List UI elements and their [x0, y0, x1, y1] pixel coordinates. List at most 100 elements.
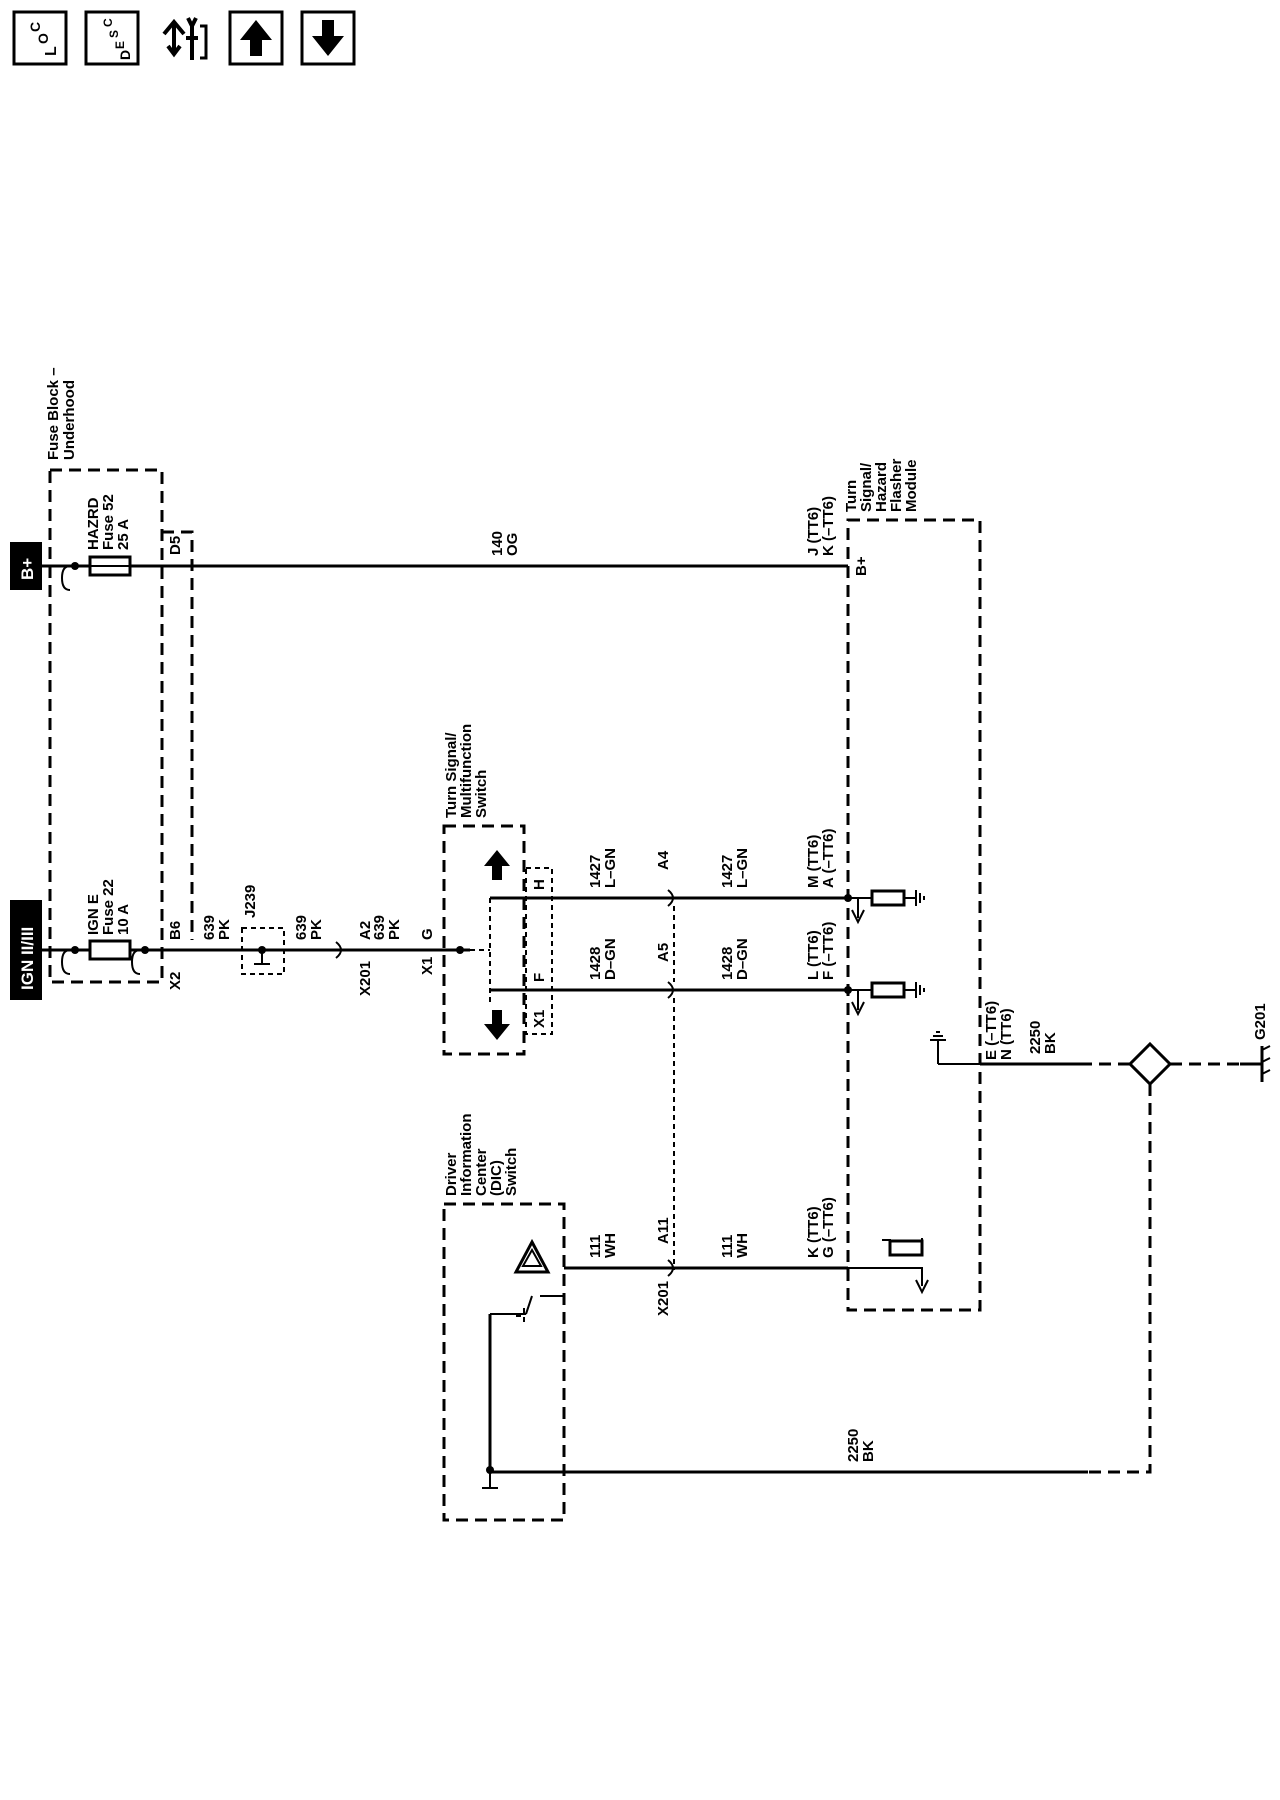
svg-text:K (–TT6): K (–TT6) [820, 496, 837, 556]
fuse-block-title: Fuse Block – Underhood [45, 367, 78, 460]
svg-text:K (TT6): K (TT6) [805, 1206, 822, 1258]
svg-text:140: 140 [489, 531, 506, 556]
svg-text:Module: Module [903, 460, 920, 513]
svg-text:Fuse 52: Fuse 52 [100, 494, 117, 550]
fuse-52-label: HAZRD Fuse 52 25 A [85, 494, 132, 550]
description-button[interactable]: D E S C [84, 10, 140, 66]
svg-text:PK: PK [216, 919, 233, 940]
ign-terminal [60, 949, 71, 975]
svg-text:L–GN: L–GN [602, 848, 619, 888]
description-icon: D E S C [84, 10, 140, 66]
desc-letter-d: D [117, 50, 133, 60]
connector-x201-a2 [335, 941, 342, 959]
connector-x201-a4 [667, 889, 674, 907]
loc-letter-o: O [35, 33, 51, 44]
svg-text:M (TT6): M (TT6) [805, 835, 822, 888]
svg-text:HAZRD: HAZRD [85, 497, 102, 550]
svg-text:J (TT6): J (TT6) [805, 507, 822, 556]
fuse-block-outline [48, 468, 164, 984]
svg-text:1428: 1428 [587, 947, 604, 980]
fuse-22 [88, 939, 132, 961]
connector-x2-label: X2 [167, 972, 184, 990]
svg-text:Hazard: Hazard [873, 462, 890, 512]
pin-a4-label: A4 [655, 850, 672, 870]
svg-text:Flasher: Flasher [888, 458, 905, 512]
desc-letter-c: C [101, 18, 115, 27]
svg-text:Signal/: Signal/ [858, 462, 875, 512]
svg-text:BK: BK [1042, 1032, 1059, 1054]
module-load-l [844, 981, 925, 1017]
svg-text:D–GN: D–GN [602, 938, 619, 980]
svg-text:639: 639 [371, 915, 388, 940]
desc-letter-e: E [113, 41, 127, 49]
pin-g-label: G [419, 928, 436, 940]
svg-text:Driver: Driver [443, 1152, 460, 1196]
arrow-up-icon [228, 10, 284, 66]
svg-text:A (–TT6): A (–TT6) [820, 829, 837, 888]
pin-f-label: F [531, 973, 548, 982]
ground-g201-label: G201 [1252, 1003, 1269, 1040]
svg-text:111: 111 [719, 1235, 736, 1258]
fuse-block-title-line-2: Underhood [61, 380, 78, 460]
svg-text:BK: BK [860, 1440, 877, 1462]
bplus-splice [71, 562, 79, 570]
svg-text:OG: OG [504, 533, 521, 556]
svg-text:25 A: 25 A [115, 519, 132, 550]
dic-switch-outline [442, 1202, 566, 1522]
svg-text:2250: 2250 [845, 1429, 862, 1462]
connector-tools-button[interactable] [156, 10, 212, 66]
previous-page-button[interactable] [228, 10, 284, 66]
svg-text:2250: 2250 [1027, 1021, 1044, 1054]
connector-tools-icon [162, 17, 208, 60]
fuse-22-label: IGN E Fuse 22 10 A [85, 879, 132, 935]
dic-hazard-switch-contact [490, 1295, 564, 1315]
svg-text:Turn Signal/: Turn Signal/ [443, 732, 460, 818]
ground-g201-icon [1240, 1045, 1271, 1082]
svg-text:G (–TT6): G (–TT6) [820, 1197, 837, 1258]
pin-a11-label: A11 [655, 1217, 672, 1244]
svg-text:1427: 1427 [719, 855, 736, 888]
svg-text:PK: PK [308, 919, 325, 940]
hazard-warning-icon [513, 1238, 551, 1274]
ign-source-label: IGN II/III [18, 927, 37, 990]
next-page-button[interactable] [300, 10, 356, 66]
svg-text:1428: 1428 [719, 947, 736, 980]
svg-text:Switch: Switch [473, 770, 490, 818]
flasher-module-outline [846, 518, 982, 1312]
arrow-down-icon [300, 10, 356, 66]
svg-text:Turn: Turn [843, 480, 860, 512]
svg-text:Center: Center [473, 1148, 490, 1196]
pin-b6-label: B6 [167, 921, 184, 940]
svg-text:IGN E: IGN E [85, 894, 102, 935]
turn-signal-switch-title: Turn Signal/ Multifunction Switch [443, 724, 490, 818]
dic-switch-title: Driver Information Center (DIC) Switch [443, 1114, 520, 1197]
turn-right-arrow-icon [484, 1010, 510, 1040]
connector-x201-label: X201 [357, 961, 374, 996]
svg-text:E (–TT6): E (–TT6) [983, 1001, 1000, 1060]
desc-letter-s: S [107, 30, 121, 38]
bplus-terminal [60, 565, 71, 591]
connector-x1-turn-switch [525, 867, 553, 1035]
svg-text:Multifunction: Multifunction [458, 724, 475, 818]
location-button[interactable]: L O C [12, 10, 68, 66]
bplus-source-label: B+ [18, 558, 37, 580]
svg-text:1427: 1427 [587, 855, 604, 888]
pin-d5-label: D5 [167, 536, 184, 555]
svg-text:Switch: Switch [503, 1148, 520, 1196]
connector-x201-lower-label: X201 [655, 1281, 672, 1316]
pin-a2-label: A2 [357, 921, 374, 940]
connector-x201-a11 [667, 1259, 674, 1277]
ign-splice [71, 946, 79, 954]
turn-left-arrow-icon [484, 850, 510, 880]
svg-text:10 A: 10 A [115, 904, 132, 935]
connector-x201-a5 [667, 981, 674, 999]
svg-text:639: 639 [201, 915, 218, 940]
module-load-m [844, 889, 925, 925]
svg-text:PK: PK [386, 919, 403, 940]
svg-text:WH: WH [734, 1233, 751, 1258]
svg-text:N (TT6): N (TT6) [998, 1008, 1015, 1060]
svg-text:Information: Information [458, 1114, 475, 1197]
loc-letter-c: C [27, 22, 43, 32]
svg-text:111: 111 [587, 1235, 604, 1258]
